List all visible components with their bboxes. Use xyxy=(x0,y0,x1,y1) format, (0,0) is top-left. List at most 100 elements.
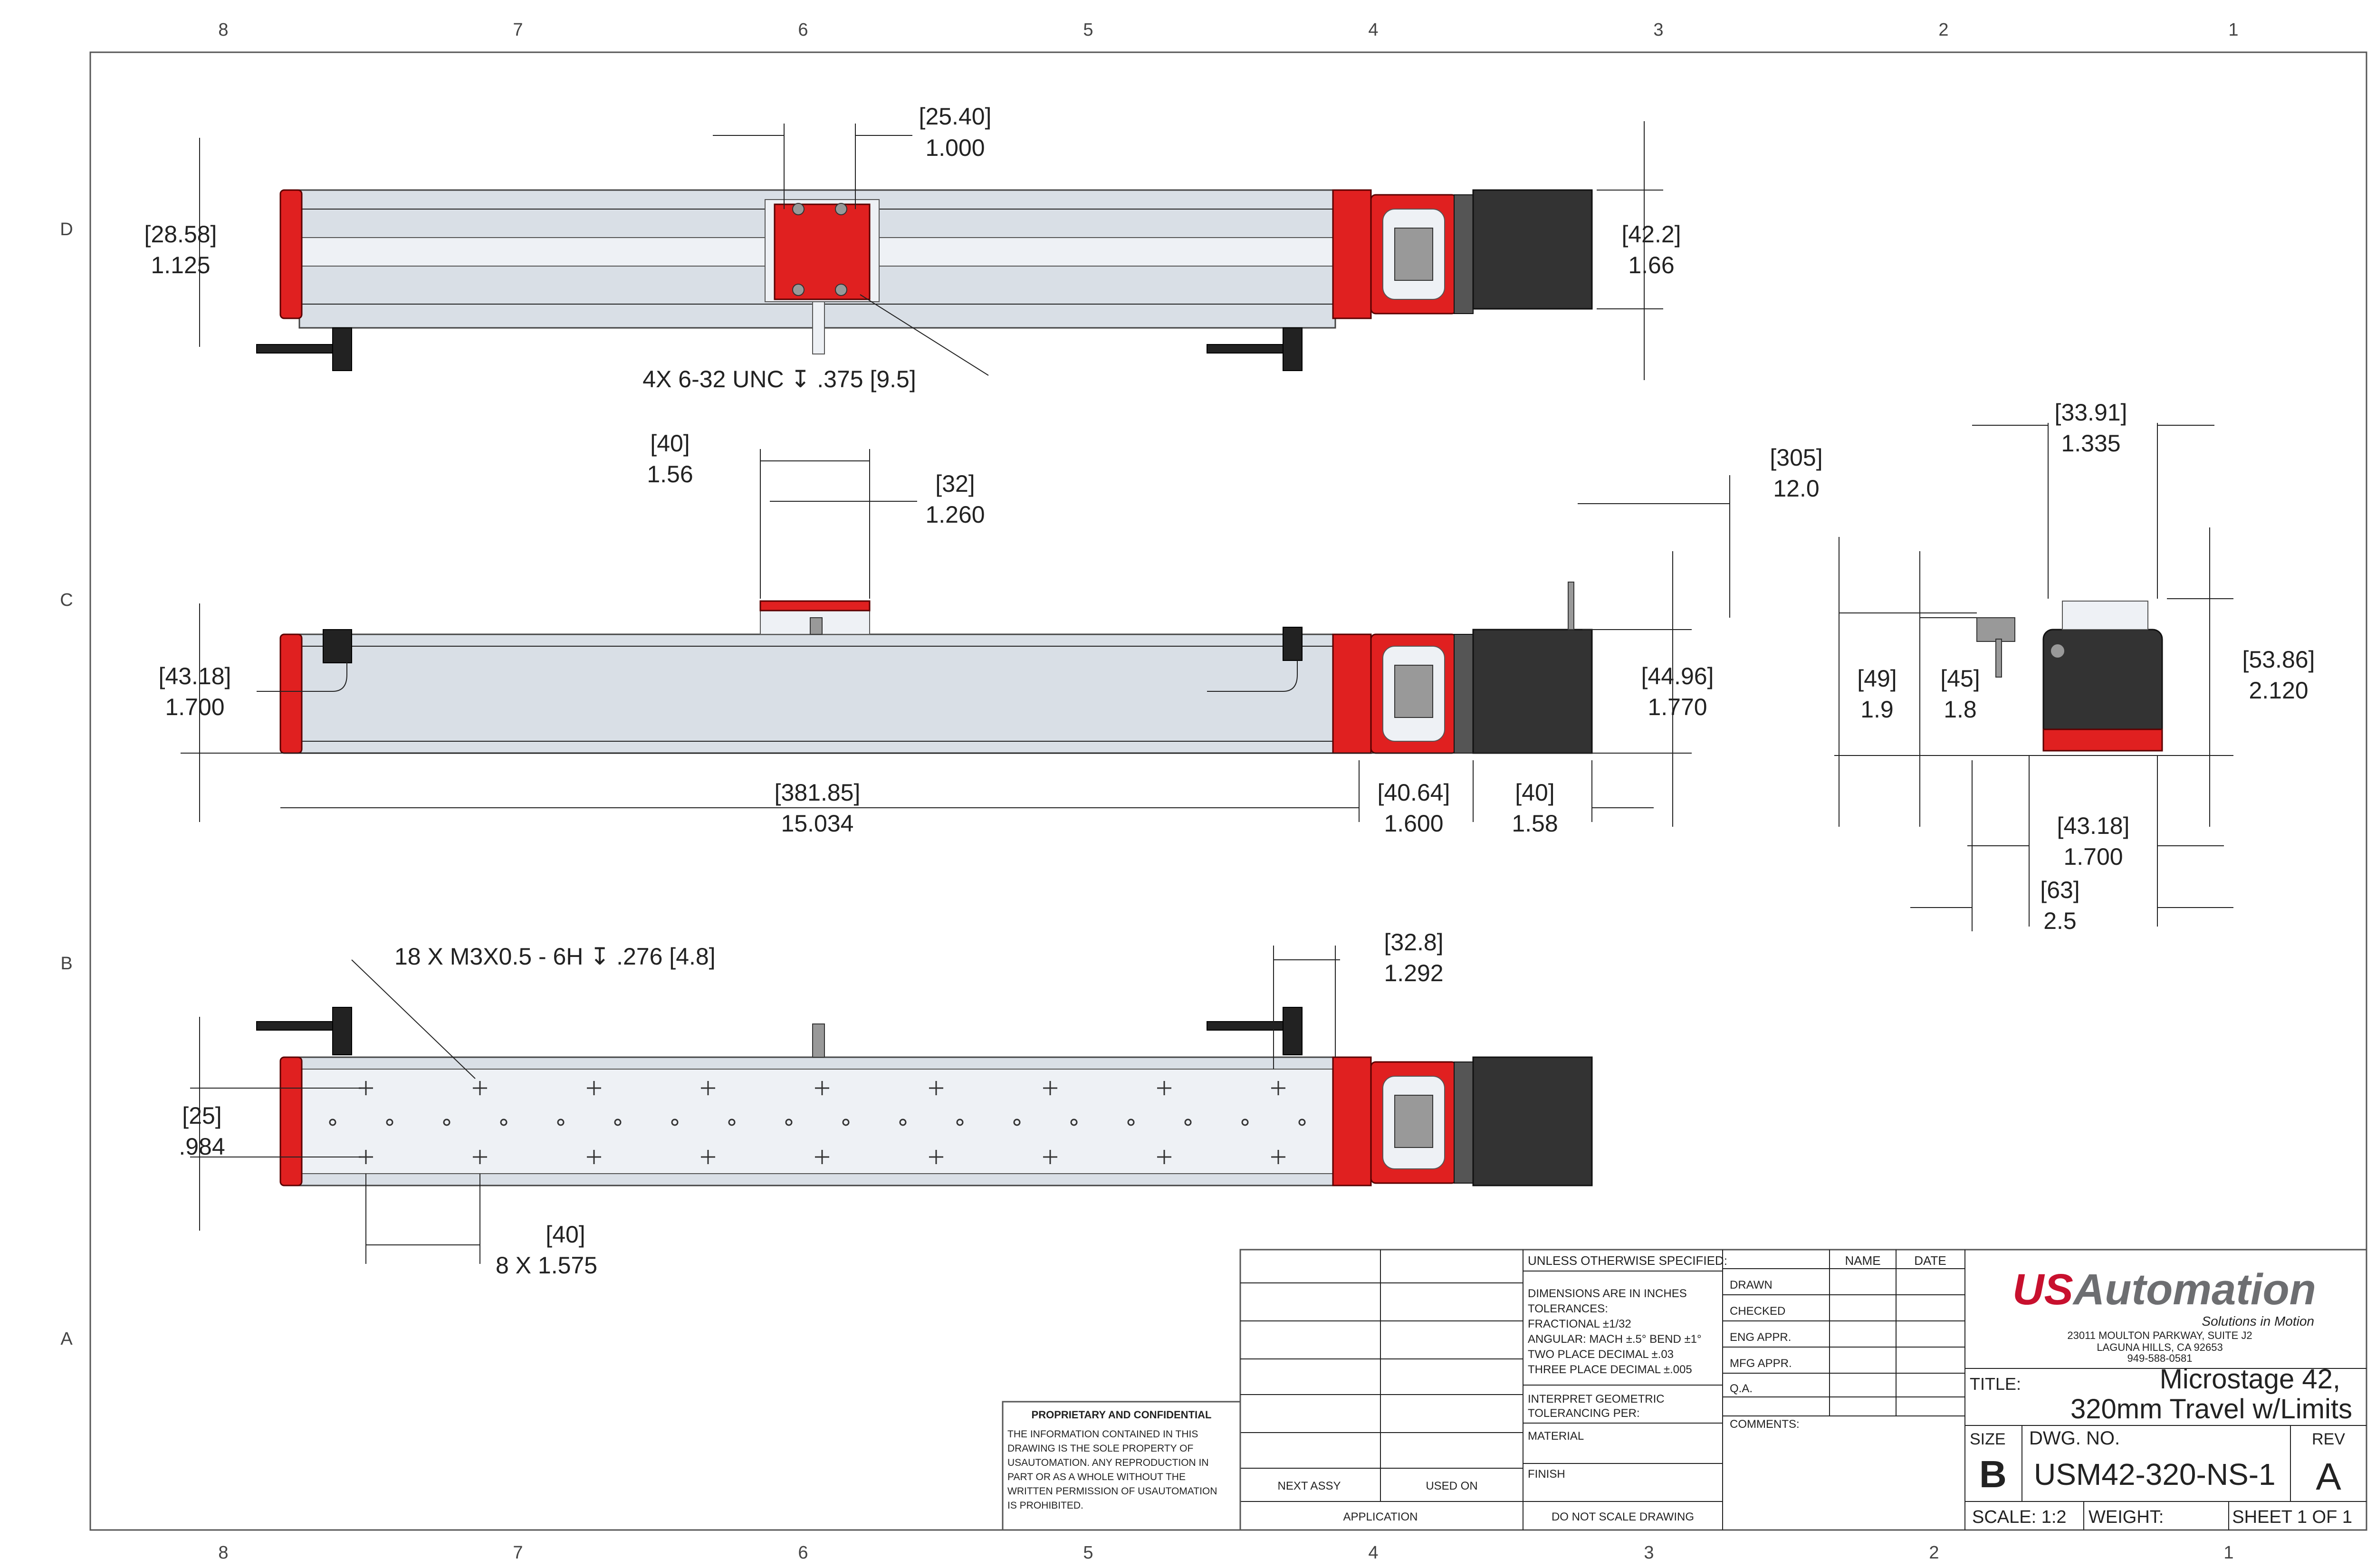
note-holes-bottom: 18 X M3X0.5 - 6H ↧ .276 [4.8] xyxy=(394,943,716,970)
dim-carriage-in: 1.56 xyxy=(647,461,693,488)
top-view: [25.40] 1.000 [28.58] 1.125 [42.2] 1.66 … xyxy=(144,103,1681,392)
logo-us: US xyxy=(2012,1265,2073,1314)
dim-43-mm: [43.18] xyxy=(2057,813,2130,839)
zone-col-bottom: 5 xyxy=(1083,1543,1093,1563)
zone-row-left: C xyxy=(60,590,73,610)
zone-col-top: 4 xyxy=(1368,20,1378,40)
application-label: APPLICATION xyxy=(1343,1511,1418,1523)
dim-45-mm: [45] xyxy=(1940,665,1980,692)
proprietary-line: DRAWING IS THE SOLE PROPERTY OF xyxy=(1007,1443,1193,1454)
dim-height-left-mm: [43.18] xyxy=(159,663,231,689)
dims-note-line: THREE PLACE DECIMAL ±.005 xyxy=(1528,1363,1692,1376)
dim-height-left-in: 1.700 xyxy=(165,694,224,720)
zone-labels: 8 7 6 5 4 3 2 1 8 7 6 5 4 3 2 1 D C B A … xyxy=(60,20,2238,1563)
dim-right-in: 1.292 xyxy=(1384,960,1443,986)
zone-col-bottom: 6 xyxy=(798,1543,808,1563)
unless-label: UNLESS OTHERWISE SPECIFIED: xyxy=(1528,1253,1727,1268)
checked-label: CHECKED xyxy=(1730,1305,1785,1318)
address-line: 23011 MOULTON PARKWAY, SUITE J2 xyxy=(2067,1329,2252,1341)
proprietary-line: USAUTOMATION. ANY REPRODUCTION IN xyxy=(1007,1457,1209,1468)
company-logo: USAutomation xyxy=(2012,1265,2316,1314)
zone-col-bottom: 3 xyxy=(1644,1543,1654,1563)
next-assy-label: NEXT ASSY xyxy=(1278,1480,1341,1492)
side-view: [40] 1.56 [32] 1.260 [305] 12.0 [43.18] … xyxy=(159,430,1823,837)
rev-value: A xyxy=(2316,1455,2341,1498)
dim-pitch-mm: [40] xyxy=(546,1221,585,1248)
zone-col-bottom: 8 xyxy=(218,1543,228,1563)
zone-col-top: 6 xyxy=(798,20,808,40)
interp-line: TOLERANCING PER: xyxy=(1528,1407,1640,1420)
size-value: B xyxy=(1979,1453,2007,1495)
do-not-scale: DO NOT SCALE DRAWING xyxy=(1552,1511,1694,1523)
zone-row-left: D xyxy=(60,220,73,239)
zone-col-top: 5 xyxy=(1083,20,1093,40)
finish-label: FINISH xyxy=(1528,1468,1565,1481)
dim-height-left-in: 1.125 xyxy=(151,252,210,278)
size-label: SIZE xyxy=(1970,1430,2006,1448)
dims-note-line: TOLERANCES: xyxy=(1528,1302,1608,1315)
mfg-appr-label: MFG APPR. xyxy=(1730,1357,1792,1370)
comments-label: COMMENTS: xyxy=(1730,1418,1800,1431)
qa-label: Q.A. xyxy=(1730,1382,1753,1395)
address-line: 949-588-0581 xyxy=(2127,1352,2192,1364)
dim-53-in: 2.120 xyxy=(2249,677,2308,704)
dim-53-mm: [53.86] xyxy=(2242,646,2315,673)
dim-motor-in: 1.66 xyxy=(1628,252,1674,278)
dim-left-in: .984 xyxy=(179,1133,225,1160)
dim-carriage-inner-in: 1.260 xyxy=(925,501,985,528)
rail-body xyxy=(298,633,1336,754)
dim-height-left-mm: [28.58] xyxy=(144,221,217,248)
dim-carriage-inner-mm: [32] xyxy=(935,470,975,497)
carriage xyxy=(774,203,871,300)
zone-col-top: 7 xyxy=(513,20,523,40)
zone-col-bottom: 4 xyxy=(1368,1543,1378,1563)
title-line-2: 320mm Travel w/Limits xyxy=(2070,1394,2352,1425)
scale-label: SCALE: 1:2 xyxy=(1972,1507,2067,1527)
proprietary-line: IS PROHIBITED. xyxy=(1007,1500,1083,1511)
motor xyxy=(1472,629,1593,754)
dim-cable-mm: [305] xyxy=(1770,444,1822,471)
proprietary-title: PROPRIETARY AND CONFIDENTIAL xyxy=(1032,1409,1212,1421)
end-cap-left xyxy=(279,189,303,319)
note-holes-top: 4X 6-32 UNC ↧ .375 [9.5] xyxy=(642,366,916,392)
dim-right-mm: [32.8] xyxy=(1384,929,1443,956)
title-block: UNLESS OTHERWISE SPECIFIED: NAME DATE DI… xyxy=(1002,1249,2367,1531)
dim-motor-len-in: 1.58 xyxy=(1512,810,1558,837)
mounting-holes xyxy=(329,1081,1306,1164)
used-on-label: USED ON xyxy=(1426,1480,1477,1492)
rev-label: REV xyxy=(2312,1430,2345,1448)
dim-length-mm: [381.85] xyxy=(775,779,861,806)
zone-col-top: 3 xyxy=(1653,20,1663,40)
dim-length-in: 15.034 xyxy=(781,810,854,837)
dim-height-right-in: 1.770 xyxy=(1648,694,1707,720)
end-cap-right xyxy=(1332,633,1372,754)
zone-col-top: 8 xyxy=(218,20,228,40)
zone-col-top: 2 xyxy=(1938,20,1948,40)
zone-col-bottom: 7 xyxy=(513,1543,523,1563)
dims-note-line: DIMENSIONS ARE IN INCHES xyxy=(1528,1287,1687,1300)
logo-automation: Automation xyxy=(2072,1265,2316,1314)
title-label: TITLE: xyxy=(1970,1374,2021,1394)
proprietary-line: PART OR AS A WHOLE WITHOUT THE xyxy=(1007,1472,1186,1482)
zone-row-left: A xyxy=(60,1329,73,1349)
zone-row-left: B xyxy=(60,954,72,974)
dim-cable-in: 12.0 xyxy=(1773,475,1819,502)
dwg-number: USM42-320-NS-1 xyxy=(2034,1457,2276,1492)
address-line: LAGUNA HILLS, CA 92653 xyxy=(2097,1341,2223,1353)
proprietary-line: WRITTEN PERMISSION OF USAUTOMATION xyxy=(1007,1486,1217,1497)
dim-coupler-in: 1.600 xyxy=(1384,810,1443,837)
end-view: [33.91] 1.335 [49] 1.9 [45] 1.8 [53.86] … xyxy=(1834,399,2315,934)
dim-height-right-mm: [44.96] xyxy=(1641,663,1714,689)
name-header: NAME xyxy=(1845,1253,1880,1268)
dim-63-mm: [63] xyxy=(2040,877,2079,903)
zone-col-bottom: 1 xyxy=(2223,1543,2233,1563)
dim-top-mm: [33.91] xyxy=(2055,399,2127,426)
dims-note-line: ANGULAR: MACH ±.5° BEND ±1° xyxy=(1528,1333,1702,1346)
bottom-view: 18 X M3X0.5 - 6H ↧ .276 [4.8] [32.8] 1.2… xyxy=(179,929,1593,1279)
dwg-label: DWG. NO. xyxy=(2029,1428,2120,1449)
end-cap-left xyxy=(279,1056,303,1186)
weight-label: WEIGHT: xyxy=(2089,1507,2164,1527)
dim-motor-len-mm: [40] xyxy=(1515,779,1554,806)
dim-motor-mm: [42.2] xyxy=(1621,221,1681,248)
